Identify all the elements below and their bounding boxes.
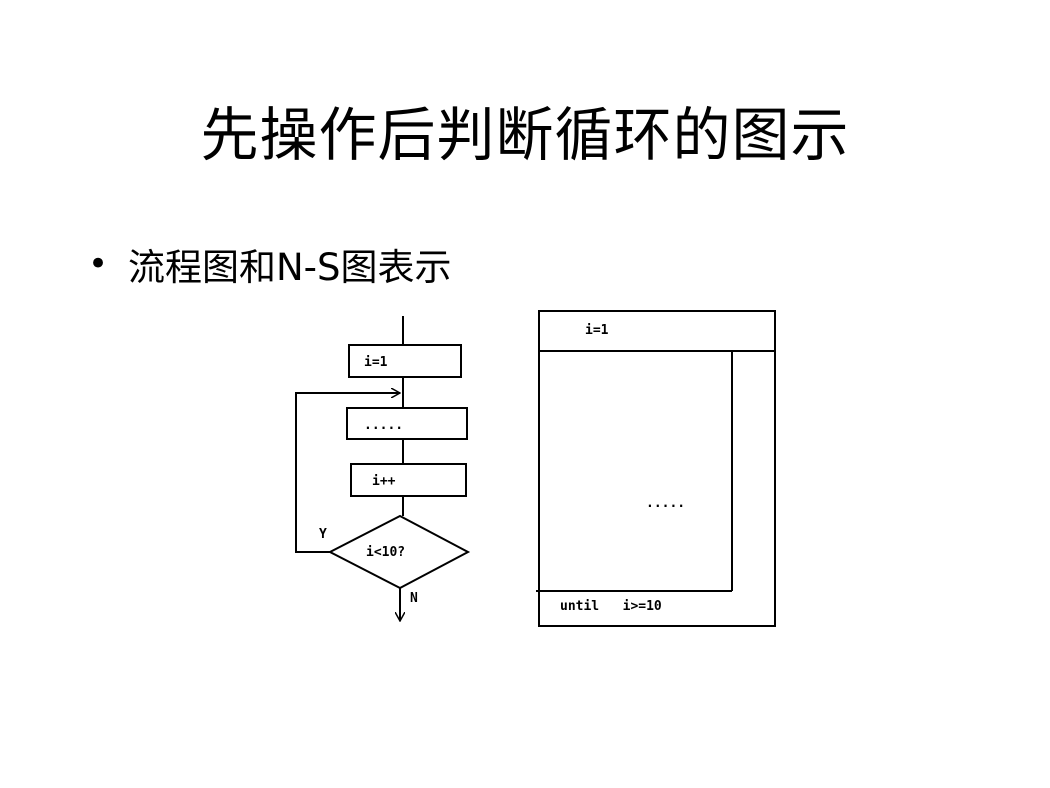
slide-title: 先操作后判断循环的图示 xyxy=(200,101,850,169)
ns-outer-box xyxy=(538,310,776,627)
bullet-dot-icon: • xyxy=(88,244,109,284)
flowchart-yes-label: Y xyxy=(319,527,327,542)
flowchart-init-label: i=1 xyxy=(364,355,388,370)
flowchart-init-box xyxy=(348,344,462,378)
flowchart-increment-label: i++ xyxy=(372,474,396,489)
flowchart xyxy=(295,316,471,621)
flowchart-body-label: ..... xyxy=(364,418,403,433)
bullet-item: • 流程图和N-S图表示 xyxy=(88,234,452,294)
flowchart-no-label: N xyxy=(410,591,418,606)
flowchart-condition-label: i<10? xyxy=(366,545,405,560)
flowchart-loop-back-line xyxy=(295,393,400,553)
ns-init-label: i=1 xyxy=(585,323,609,338)
ns-until-label: until i>=10 xyxy=(560,599,662,614)
bullet-text: 流程图和N-S图表示 xyxy=(128,246,452,289)
ns-diagram xyxy=(536,310,776,627)
ns-body-label: ..... xyxy=(646,496,685,511)
flowchart-increment-box xyxy=(350,463,467,497)
flowchart-body-box xyxy=(346,407,468,440)
